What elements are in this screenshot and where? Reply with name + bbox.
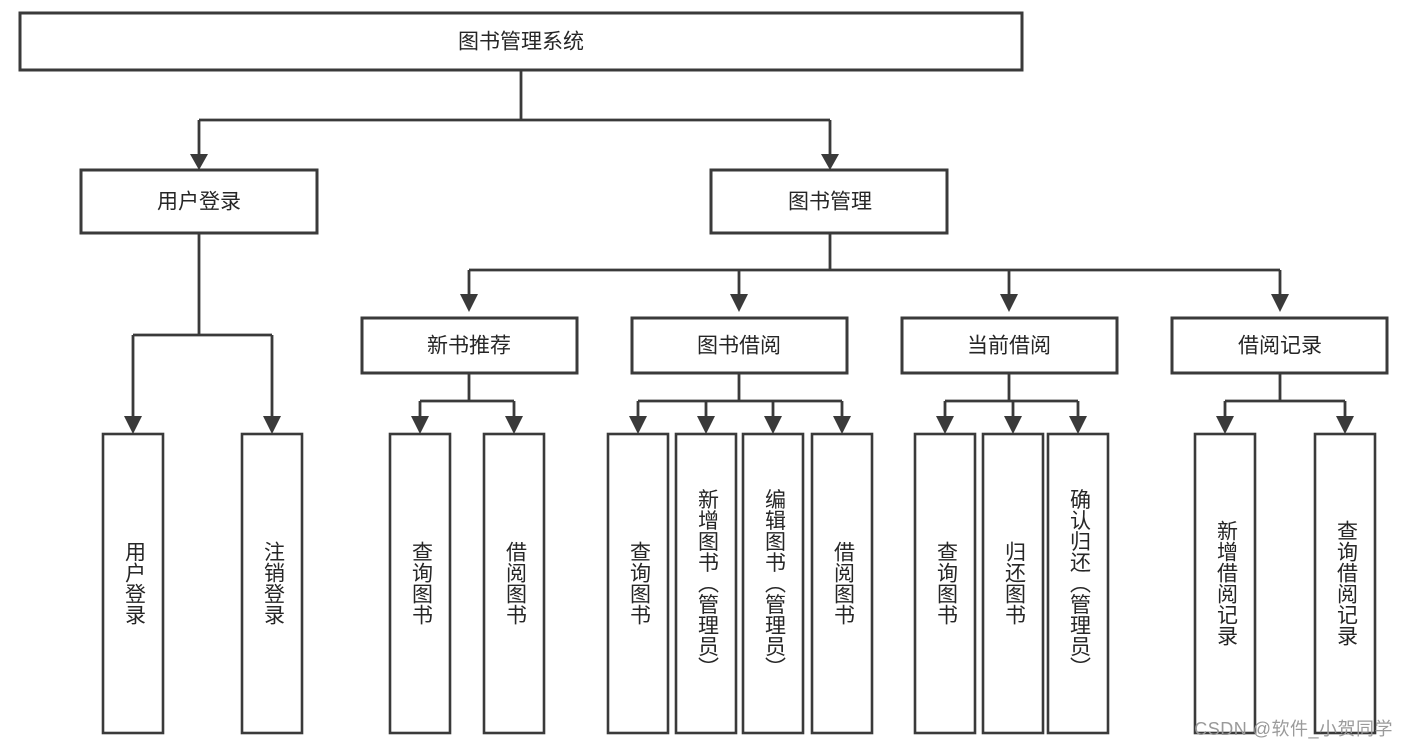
- leaf-add-record-box[interactable]: [1193, 432, 1257, 735]
- leaf-borrow-book-1-label: 借阅图书: [503, 541, 527, 625]
- node-root[interactable]: 图书管理系统: [18, 11, 1024, 72]
- book-borrow-label: 图书借阅: [697, 335, 781, 358]
- node-user-login[interactable]: 用户登录: [79, 168, 319, 235]
- leaf-borrow-book-2-box[interactable]: [810, 432, 874, 735]
- arrow-to-borrow-record: [1271, 294, 1289, 312]
- node-leaf-user-login[interactable]: 用户登录: [101, 432, 165, 735]
- current-borrow-box[interactable]: [900, 316, 1119, 375]
- node-leaf-query-book-1[interactable]: 查询图书: [388, 432, 452, 735]
- node-leaf-borrow-book-2[interactable]: 借阅图书: [810, 432, 874, 735]
- arrow-to-leaf-edit-book: [764, 416, 782, 434]
- leaf-query-book-3-label: 查询图书: [934, 541, 958, 625]
- node-leaf-return-book[interactable]: 归还图书: [981, 432, 1045, 735]
- current-borrow-label: 当前借阅: [967, 335, 1051, 358]
- leaf-add-record-label: 新增借阅记录: [1214, 520, 1238, 646]
- leaf-add-book-label: 新增图书（管理员）: [695, 489, 719, 678]
- leaf-query-record-box[interactable]: [1313, 432, 1377, 735]
- arrow-to-leaf-query-book-2: [629, 416, 647, 434]
- root-box[interactable]: [18, 11, 1024, 72]
- leaf-confirm-return-box[interactable]: [1046, 432, 1110, 735]
- arrow-to-book-manage: [821, 154, 839, 170]
- node-borrow-record[interactable]: 借阅记录: [1170, 316, 1389, 375]
- node-leaf-query-record[interactable]: 查询借阅记录: [1313, 432, 1377, 735]
- leaf-query-record-label: 查询借阅记录: [1334, 520, 1358, 646]
- node-new-book-rec[interactable]: 新书推荐: [360, 316, 579, 375]
- arrow-to-leaf-logout: [263, 416, 281, 434]
- arrow-to-leaf-add-record: [1216, 416, 1234, 434]
- user-login-label: 用户登录: [157, 191, 241, 214]
- edges-layer: [124, 70, 1354, 434]
- node-book-manage[interactable]: 图书管理: [709, 168, 949, 235]
- arrow-to-leaf-add-book: [697, 416, 715, 434]
- leaf-edit-book-box[interactable]: [741, 432, 805, 735]
- new-book-rec-box[interactable]: [360, 316, 579, 375]
- leaf-return-book-box[interactable]: [981, 432, 1045, 735]
- book-manage-box[interactable]: [709, 168, 949, 235]
- arrow-to-leaf-return-book: [1004, 416, 1022, 434]
- leaf-query-book-2-box[interactable]: [606, 432, 670, 735]
- leaf-return-book-label: 归还图书: [1002, 541, 1026, 625]
- node-leaf-query-book-3[interactable]: 查询图书: [913, 432, 977, 735]
- node-leaf-add-record[interactable]: 新增借阅记录: [1193, 432, 1257, 735]
- arrow-to-leaf-query-book-3: [936, 416, 954, 434]
- leaf-add-book-box[interactable]: [674, 432, 738, 735]
- arrow-to-new-book-rec: [460, 294, 478, 312]
- node-leaf-logout[interactable]: 注销登录: [240, 432, 304, 735]
- user-login-box[interactable]: [79, 168, 319, 235]
- borrow-record-label: 借阅记录: [1238, 335, 1322, 358]
- node-leaf-confirm-return[interactable]: 确认归还（管理员）: [1046, 432, 1110, 735]
- arrow-to-leaf-query-record: [1336, 416, 1354, 434]
- leaf-user-login-label: 用户登录: [122, 541, 146, 625]
- leaf-confirm-return-label: 确认归还（管理员）: [1067, 489, 1091, 678]
- node-leaf-add-book[interactable]: 新增图书（管理员）: [674, 432, 738, 735]
- leaf-borrow-book-1-box[interactable]: [482, 432, 546, 735]
- leaf-query-book-2-label: 查询图书: [627, 541, 651, 625]
- node-leaf-query-book-2[interactable]: 查询图书: [606, 432, 670, 735]
- leaf-user-login-box[interactable]: [101, 432, 165, 735]
- leaf-logout-label: 注销登录: [261, 541, 285, 625]
- node-book-borrow[interactable]: 图书借阅: [630, 316, 849, 375]
- leaf-query-book-3-box[interactable]: [913, 432, 977, 735]
- arrow-to-leaf-borrow-book-2: [833, 416, 851, 434]
- node-leaf-borrow-book-1[interactable]: 借阅图书: [482, 432, 546, 735]
- arrow-to-current-borrow: [1000, 294, 1018, 312]
- leaf-logout-box[interactable]: [240, 432, 304, 735]
- leaf-query-book-1-box[interactable]: [388, 432, 452, 735]
- root-label: 图书管理系统: [458, 31, 584, 54]
- leaf-edit-book-label: 编辑图书（管理员）: [762, 489, 786, 678]
- node-leaf-edit-book[interactable]: 编辑图书（管理员）: [741, 432, 805, 735]
- new-book-rec-label: 新书推荐: [427, 335, 511, 358]
- book-borrow-box[interactable]: [630, 316, 849, 375]
- borrow-record-box[interactable]: [1170, 316, 1389, 375]
- leaf-query-book-1-label: 查询图书: [409, 541, 433, 625]
- book-manage-label: 图书管理: [788, 191, 872, 214]
- arrow-to-leaf-borrow-book-1: [505, 416, 523, 434]
- arrow-to-leaf-user-login: [124, 416, 142, 434]
- node-current-borrow[interactable]: 当前借阅: [900, 316, 1119, 375]
- arrow-to-book-borrow: [730, 294, 748, 312]
- arrow-to-user-login: [190, 154, 208, 170]
- arrow-to-leaf-query-book-1: [411, 416, 429, 434]
- arrow-to-leaf-confirm-return: [1069, 416, 1087, 434]
- leaf-borrow-book-2-label: 借阅图书: [831, 541, 855, 625]
